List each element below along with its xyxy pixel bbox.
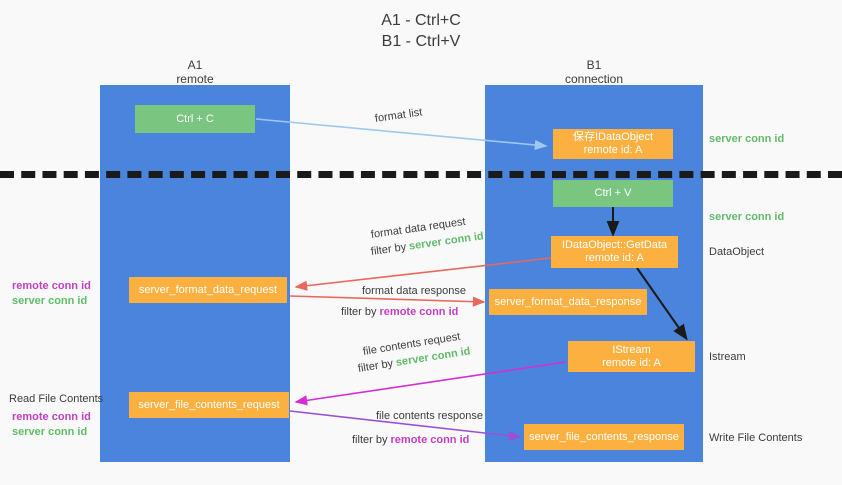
box-save-idataobject-line1: 保存IDataObject <box>572 131 654 143</box>
filter-prefix: filter by <box>352 434 391 446</box>
box-server-format-data-request-line1: server_format_data_request <box>138 283 278 296</box>
box-server-file-contents-request[interactable]: server_file_contents_request <box>129 392 289 418</box>
box-istream-line2: remote id: A <box>602 356 661 369</box>
box-server-format-data-response-line1: server_format_data_response <box>494 295 642 308</box>
annotation-remote-conn-id-2: remote conn id <box>12 411 91 423</box>
box-ctrl-v[interactable]: Ctrl + V <box>553 180 673 207</box>
annotation-server-conn-id-1: server conn id <box>12 295 88 307</box>
filter-prefix: filter by <box>370 240 410 258</box>
box-istream[interactable]: IStream remote id: A <box>568 341 695 372</box>
annotation-remote-conn-id-1: remote conn id <box>12 280 91 292</box>
filter-prefix: filter by <box>341 306 380 318</box>
label-format-data-response: format data response <box>362 285 466 297</box>
label-file-contents-response-filter: filter by remote conn id <box>352 433 469 447</box>
title-line-1: A1 - Ctrl+C <box>381 12 461 29</box>
box-istream-line1: IStream <box>612 343 651 356</box>
box-idataobject-getdata-line2: remote id: A <box>585 252 644 264</box>
box-server-file-contents-response[interactable]: server_file_contents_response <box>524 424 684 450</box>
filter-key-remote-conn-id: remote conn id <box>379 306 459 318</box>
box-idataobject-getdata[interactable]: IDataObject::GetData remote id: A <box>551 236 678 268</box>
column-right-name: B1 <box>586 58 602 72</box>
box-save-idataobject-line2: remote id: A <box>583 144 643 156</box>
box-server-file-contents-request-line1: server_file_contents_request <box>138 398 280 411</box>
column-right-role: connection <box>564 72 624 86</box>
annotation-write-file-contents: Write File Contents <box>709 432 803 444</box>
column-header-left: A1 remote <box>100 58 290 86</box>
title-line-2: B1 - Ctrl+V <box>381 33 461 50</box>
column-left-role: remote <box>176 72 214 86</box>
box-ctrl-c-line1: Ctrl + C <box>176 112 214 125</box>
annotation-read-file-contents: Read File Contents <box>9 393 104 405</box>
annotation-server-conn-id-2: server conn id <box>12 426 88 438</box>
annotation-server-conn-id-top: server conn id <box>709 133 785 145</box>
box-server-file-contents-response-line1: server_file_contents_response <box>529 430 679 443</box>
filter-key-remote-conn-id: remote conn id <box>390 434 470 446</box>
column-left-name: A1 <box>187 58 203 72</box>
box-server-format-data-response[interactable]: server_format_data_response <box>489 289 647 315</box>
column-header-right: B1 connection <box>485 58 703 86</box>
label-format-data-response-filter: filter by remote conn id <box>341 305 458 319</box>
label-format-list: format list <box>374 106 424 125</box>
annotation-dataobject: DataObject <box>709 246 765 258</box>
filter-prefix: filter by <box>357 357 397 375</box>
box-server-format-data-request[interactable]: server_format_data_request <box>129 277 287 303</box>
annotation-server-conn-id-mid: server conn id <box>709 211 785 223</box>
box-idataobject-getdata-line1: IDataObject::GetData <box>561 239 668 251</box>
box-save-idataobject[interactable]: 保存IDataObject remote id: A <box>553 129 673 159</box>
box-ctrl-c[interactable]: Ctrl + C <box>135 105 255 133</box>
page-title: A1 - Ctrl+C B1 - Ctrl+V <box>0 10 842 52</box>
annotation-istream: Istream <box>709 351 746 363</box>
label-file-contents-response: file contents response <box>376 410 484 422</box>
phase-divider <box>0 171 842 178</box>
box-ctrl-v-line1: Ctrl + V <box>594 187 632 199</box>
